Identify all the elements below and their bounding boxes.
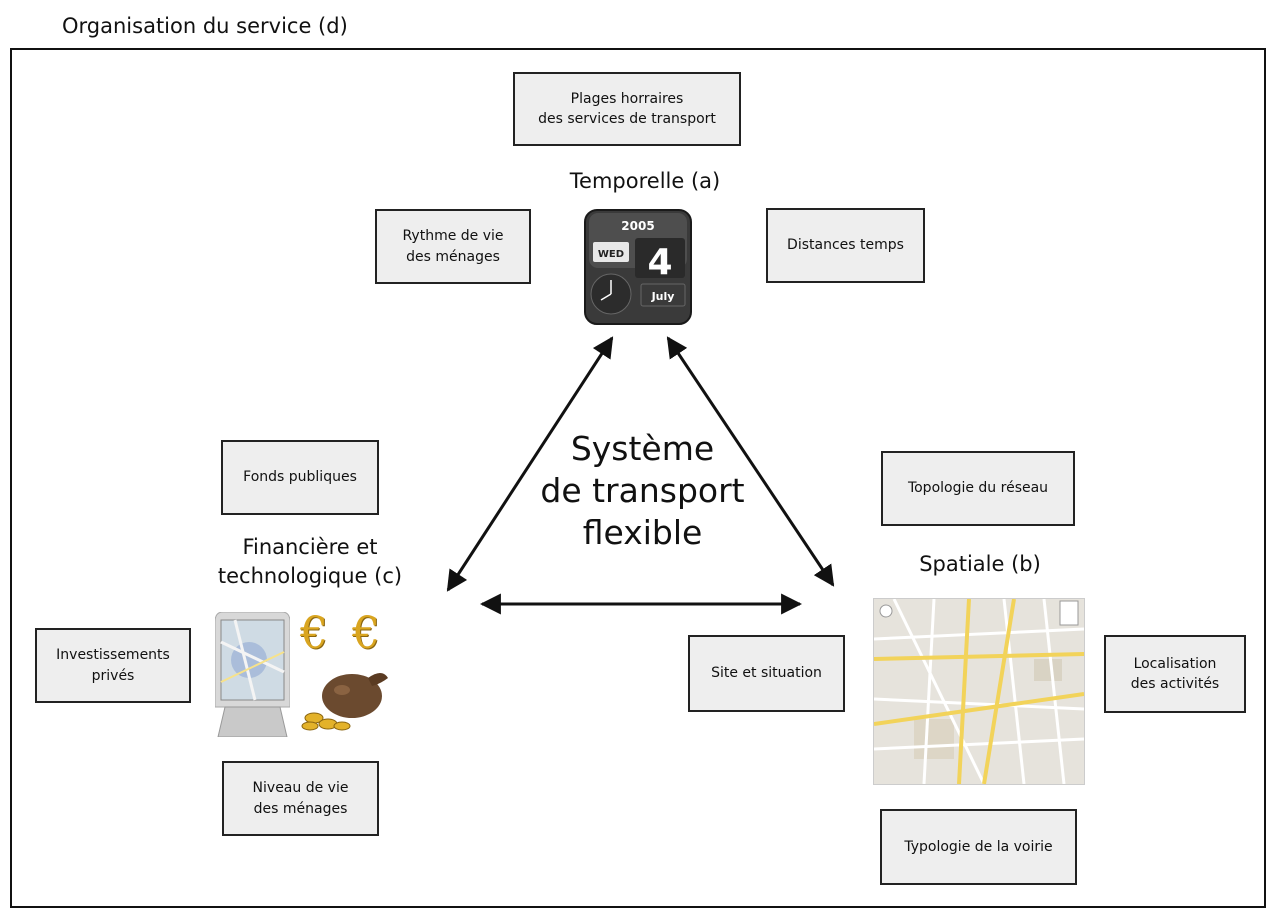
box-localisation-line2: des activités [1130, 676, 1220, 692]
euro-icon: € [352, 608, 380, 659]
pole-temporelle: Temporelle (a) [569, 169, 721, 193]
box-investissements-line1: Investissements [56, 647, 170, 664]
calendar-year: 2005 [621, 219, 654, 233]
box-localisation-activites: Localisation des activités [1104, 635, 1246, 713]
box-topologie-label: Topologie du réseau [907, 480, 1049, 497]
box-fonds-label: Fonds publiques [243, 469, 357, 486]
box-rythme-line2: des ménages [406, 248, 500, 265]
street-map-image [873, 598, 1085, 785]
box-plages-line2: des services de transport [538, 111, 716, 127]
box-plages-line1: Plages horraires [570, 90, 684, 107]
box-fonds-publiques: Fonds publiques [221, 440, 379, 515]
pole-spatiale: Spatiale (b) [919, 552, 1041, 576]
pole-financiere-line1: Financière et [242, 535, 378, 559]
box-typologie-voirie: Typologie de la voirie [880, 809, 1077, 885]
box-distances-temps: Distances temps [766, 208, 925, 283]
gps-device-image [214, 611, 291, 738]
calendar-month: July [651, 290, 675, 303]
arrow-temporelle-spatiale [666, 336, 835, 587]
pole-financiere: Financière et technologique (c) [190, 533, 430, 592]
money-bag-icon [298, 660, 390, 732]
box-plages-horaires: Plages horraires des services de transpo… [513, 72, 741, 146]
pole-financiere-line2: technologique (c) [217, 564, 403, 589]
box-site-situation: Site et situation [688, 635, 845, 712]
box-localisation-line1: Localisation [1133, 655, 1217, 672]
box-niveau-line1: Niveau de vie [252, 780, 349, 797]
box-topologie-reseau: Topologie du réseau [881, 451, 1075, 526]
calendar-clock-image: 2005 WED 4 July [583, 208, 693, 328]
box-site-label: Site et situation [711, 665, 822, 682]
box-niveau-de-vie: Niveau de vie des ménages [222, 761, 379, 836]
calendar-day: 4 [647, 242, 672, 283]
calendar-weekday: WED [598, 249, 624, 260]
box-niveau-line2: des ménages [253, 800, 348, 817]
box-rythme-line1: Rythme de vie [402, 228, 504, 245]
box-distances-label: Distances temps [787, 237, 904, 254]
box-investissements-prives: Investissements privés [35, 628, 191, 703]
arrow-temporelle-financiere [446, 336, 614, 592]
box-investissements-line2: privés [91, 667, 135, 684]
box-typologie-label: Typologie de la voirie [904, 838, 1053, 855]
box-rythme-de-vie: Rythme de vie des ménages [375, 209, 531, 284]
euro-icon: € [300, 608, 328, 659]
diagram-header: Organisation du service (d) [62, 14, 348, 38]
